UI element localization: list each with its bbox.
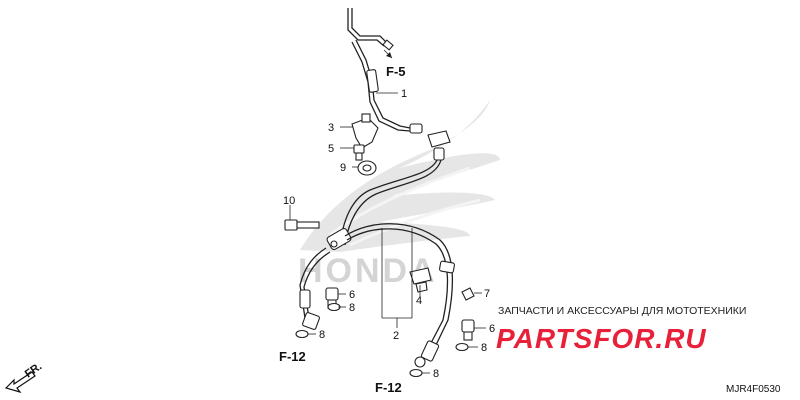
callout-3: 3 [328, 122, 334, 134]
upper-hose-clamp [427, 130, 451, 161]
callout-10: 10 [283, 195, 295, 207]
callout-9: 9 [340, 162, 346, 174]
banner-brand: PARTSFOR.RU [496, 323, 707, 354]
sealing-washer-left-lower [295, 329, 309, 339]
mid-hose-clamp [409, 267, 432, 293]
front-direction-arrow: FR. [4, 360, 44, 394]
sealing-washer-right [455, 342, 469, 352]
upper-brake-hose [339, 159, 442, 246]
banner-tagline: ЗАПЧАСТИ И АКСЕССУАРЫ ДЛЯ МОТОТЕХНИКИ [498, 305, 746, 317]
callout-6-right: 6 [489, 323, 495, 335]
grommet [357, 160, 377, 176]
callout-4: 4 [416, 295, 422, 307]
callout-5: 5 [328, 143, 334, 155]
callout-8-right: 8 [481, 342, 487, 354]
hose-junction [326, 227, 352, 251]
sealing-washer-bottom [409, 368, 423, 378]
ref-f5: F-5 [386, 64, 406, 79]
callout-8-left-lower: 8 [319, 329, 325, 341]
ref-f12-bottom: F-12 [375, 380, 402, 395]
ref-f12-left: F-12 [279, 349, 306, 364]
callout-2: 2 [393, 330, 399, 342]
banjo-bolt-right [461, 319, 475, 341]
diagram-code: MJR4F0530 [726, 384, 781, 395]
upper-brake-pipe [347, 8, 423, 134]
junction-bolt [284, 219, 320, 231]
leader-lines [289, 49, 486, 374]
callout-7: 7 [484, 288, 490, 300]
callout-8-bottom: 8 [433, 368, 439, 380]
bleed-cap [461, 287, 475, 301]
lower-brake-hose-right [344, 223, 455, 368]
callout-1: 1 [401, 88, 407, 100]
callout-6-left: 6 [349, 289, 355, 301]
callout-8-left-upper: 8 [349, 302, 355, 314]
bracket-bolt [353, 144, 365, 161]
lower-brake-hose-left [299, 247, 331, 330]
hose-bracket [351, 113, 379, 149]
